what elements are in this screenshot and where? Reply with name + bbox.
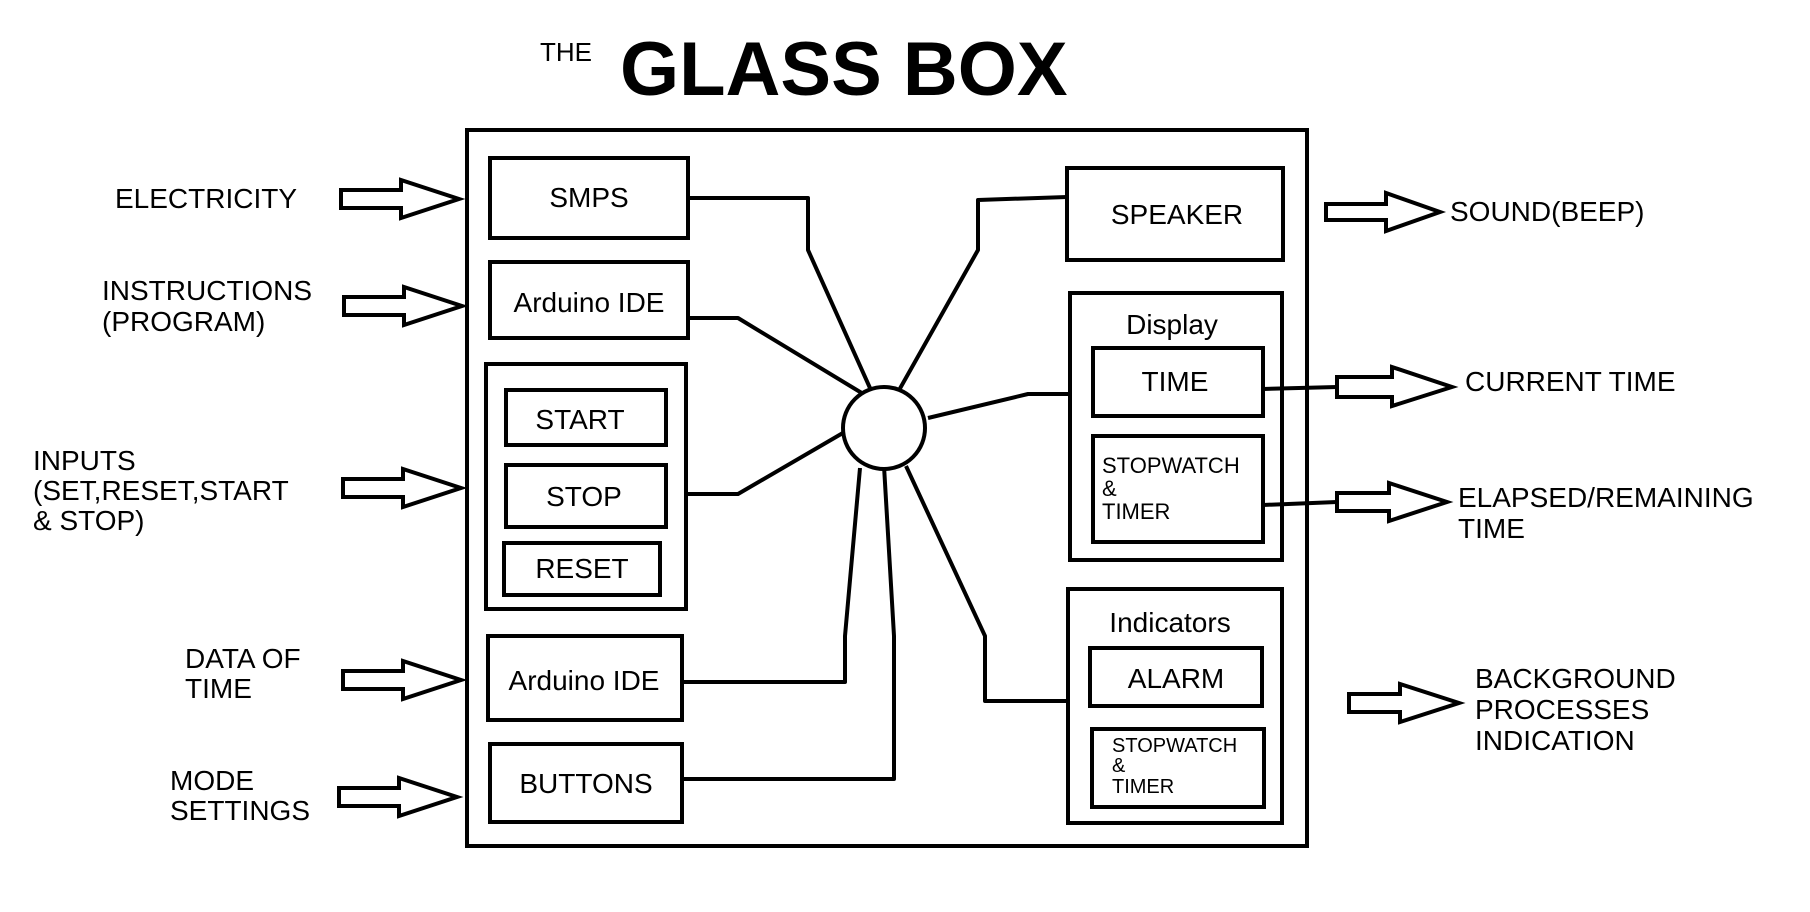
- indicators-connector: [904, 465, 1068, 703]
- current-time-label: CURRENT TIME: [1465, 366, 1676, 397]
- display-label: Display: [1126, 309, 1218, 340]
- output-labels: SOUND(BEEP) CURRENT TIME ELAPSED/REMAINI…: [1450, 196, 1754, 756]
- indicator-stopwatch-label: STOPWATCH: [1112, 735, 1237, 757]
- arduino-ide-bottom-block: Arduino IDE: [486, 634, 684, 722]
- elapsed-remaining-label-line1: ELAPSED/REMAINING: [1458, 482, 1754, 513]
- stop-label: STOP: [546, 481, 622, 512]
- elapsed-remaining-label-line2: TIME: [1458, 513, 1525, 544]
- arduino-ide-top-label: Arduino IDE: [514, 287, 665, 318]
- data-of-time-arrow: [341, 658, 468, 702]
- title-prefix: THE: [540, 37, 592, 67]
- mode-settings-label-line2: SETTINGS: [170, 795, 310, 826]
- mode-settings-arrow: [337, 775, 464, 819]
- hub-connections: [682, 195, 1070, 781]
- data-of-time-label-line1: DATA OF: [185, 643, 301, 674]
- output-arrows: [1324, 190, 1466, 725]
- alarm-label: ALARM: [1128, 663, 1224, 694]
- arduino-ide-bottom-connector: [682, 467, 862, 684]
- indicators-label: Indicators: [1109, 607, 1230, 638]
- background-label-line1: BACKGROUND: [1475, 663, 1676, 694]
- arduino-ide-top-connector: [688, 316, 872, 400]
- sound-label: SOUND(BEEP): [1450, 196, 1644, 227]
- arduino-ide-bottom-label: Arduino IDE: [509, 665, 660, 696]
- instructions-arrow: [342, 284, 469, 328]
- reset-label: RESET: [535, 553, 628, 584]
- display-time-label: TIME: [1142, 366, 1209, 397]
- smps-label: SMPS: [549, 182, 628, 213]
- alarm-box: [1088, 646, 1264, 708]
- central-hub: [841, 385, 927, 471]
- smps-block: SMPS: [488, 156, 690, 240]
- title-main: GLASS BOX: [620, 27, 1068, 112]
- display-timer-label: TIMER: [1102, 499, 1170, 524]
- display-output-links: [1262, 385, 1338, 507]
- display-stopwatch-label: STOPWATCH: [1102, 453, 1240, 478]
- controls-group: START STOP RESET: [484, 362, 688, 611]
- buttons-label: BUTTONS: [519, 768, 652, 799]
- reset-button-box: [502, 541, 662, 597]
- data-of-time-label-line2: TIME: [185, 673, 252, 704]
- input-labels: ELECTRICITY INSTRUCTIONS (PROGRAM) INPUT…: [33, 183, 312, 826]
- background-arrow: [1347, 681, 1466, 725]
- instructions-label-line1: INSTRUCTIONS: [102, 275, 312, 306]
- display-stopwatch-box: [1091, 434, 1265, 544]
- display-time-box: [1091, 346, 1265, 418]
- stop-button-box: [504, 463, 668, 529]
- electricity-label: ELECTRICITY: [115, 183, 297, 214]
- sound-arrow: [1324, 190, 1447, 234]
- indicator-stopwatch-amp: &: [1112, 755, 1126, 777]
- mode-settings-label-line1: MODE: [170, 765, 254, 796]
- current-time-arrow: [1335, 364, 1459, 409]
- inputs-label-line2: (SET,RESET,START: [33, 475, 289, 506]
- display-group: Display TIME STOPWATCH & TIMER: [1068, 291, 1284, 562]
- background-label-line2: PROCESSES: [1475, 694, 1649, 725]
- indicator-stopwatch-box: [1090, 727, 1266, 809]
- display-connector: [927, 392, 1070, 420]
- display-stopwatch-amp: &: [1102, 476, 1117, 501]
- inputs-label-line1: INPUTS: [33, 445, 136, 476]
- arduino-ide-top-block: Arduino IDE: [488, 260, 690, 340]
- speaker-block: SPEAKER: [1065, 166, 1285, 262]
- time-output-link: [1262, 385, 1338, 391]
- stop-connector: [686, 428, 850, 496]
- speaker-label: SPEAKER: [1111, 199, 1243, 230]
- instructions-label-line2: (PROGRAM): [102, 306, 265, 337]
- smps-connector: [688, 196, 872, 389]
- buttons-connector: [682, 465, 896, 781]
- inputs-arrow: [341, 466, 468, 510]
- background-label-line3: INDICATION: [1475, 725, 1635, 756]
- start-label: START: [535, 404, 624, 435]
- inputs-label-line3: & STOP): [33, 505, 145, 536]
- elapsed-time-arrow: [1335, 480, 1454, 524]
- speaker-connector: [896, 195, 1068, 393]
- input-arrows: [337, 177, 469, 819]
- start-button-box: [504, 388, 668, 447]
- indicators-group: Indicators ALARM STOPWATCH & TIMER: [1066, 587, 1284, 825]
- stopwatch-output-link: [1262, 500, 1338, 507]
- electricity-arrow: [339, 177, 466, 221]
- buttons-block: BUTTONS: [488, 742, 684, 824]
- indicator-timer-label: TIMER: [1112, 776, 1174, 798]
